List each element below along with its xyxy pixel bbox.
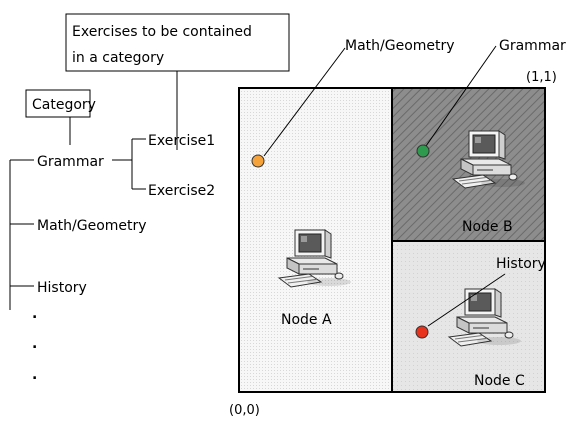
- tree-item-math: Math/Geometry: [37, 218, 147, 234]
- ellipsis-dot-2: .: [32, 336, 37, 352]
- tree-item-grammar: Grammar: [37, 154, 104, 170]
- point-history: [415, 325, 429, 339]
- tree-item-exercise1: Exercise1: [148, 133, 215, 149]
- tree-item-exercise2: Exercise2: [148, 183, 215, 199]
- ellipsis-dot-3: .: [32, 367, 37, 383]
- leader-history: [427, 273, 506, 327]
- node-b-label: Node B: [462, 219, 513, 235]
- point-label-grammar: Grammar: [499, 38, 566, 54]
- point-label-math: Math/Geometry: [345, 38, 455, 54]
- point-label-history: History: [496, 256, 546, 272]
- leader-grammar: [425, 45, 497, 147]
- exercise-callout: Exercises to be contained in a category: [65, 13, 290, 72]
- node-c-label: Node C: [474, 373, 525, 389]
- node-a-label: Node A: [281, 312, 332, 328]
- point-math: [251, 154, 265, 168]
- leader-math: [263, 47, 346, 157]
- corner-bottom-left: (0,0): [229, 403, 260, 418]
- category-text: Category: [32, 97, 96, 113]
- category-label: Category: [25, 89, 96, 118]
- tree-item-history: History: [37, 280, 87, 296]
- corner-top-right: (1,1): [526, 70, 557, 85]
- exercise-callout-box: [65, 13, 290, 72]
- exercise-callout-line1: Exercises to be contained: [72, 24, 252, 40]
- ellipsis-dot-1: .: [32, 306, 37, 322]
- exercise-callout-line2: in a category: [72, 50, 164, 66]
- category-box: [25, 89, 91, 118]
- point-grammar: [416, 144, 430, 158]
